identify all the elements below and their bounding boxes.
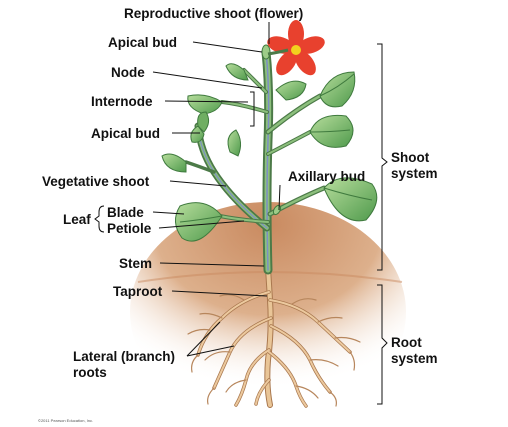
leaves-art [161, 44, 378, 242]
flower-art [267, 20, 325, 76]
leader-lines [94, 22, 388, 405]
label-taproot: Taproot [113, 284, 163, 299]
root-system-art [187, 265, 361, 408]
label-stem: Stem [119, 256, 153, 271]
copyright-notice: ©2011 Pearson Education, Inc. [38, 418, 94, 423]
label-axillary-bud: Axillary bud [288, 169, 366, 184]
label-petiole: Petiole [107, 221, 152, 236]
label-lateral-roots-line1: Lateral (branch) [73, 349, 176, 364]
label-vegetative-shoot: Vegetative shoot [42, 174, 150, 189]
label-root-system-line1: Root [391, 335, 422, 350]
label-internode: Internode [91, 94, 153, 109]
label-apical-bud-lower: Apical bud [91, 126, 161, 141]
label-reproductive-shoot: Reproductive shoot (flower) [124, 6, 304, 21]
label-shoot-system-line2: system [391, 166, 438, 181]
label-apical-bud-top: Apical bud [108, 35, 178, 50]
label-leaf: Leaf [63, 212, 91, 227]
label-lateral-roots-line2: roots [73, 365, 107, 380]
label-blade: Blade [107, 205, 144, 220]
label-shoot-system-line1: Shoot [391, 150, 430, 165]
label-node: Node [111, 65, 145, 80]
label-root-system-line2: system [391, 351, 438, 366]
